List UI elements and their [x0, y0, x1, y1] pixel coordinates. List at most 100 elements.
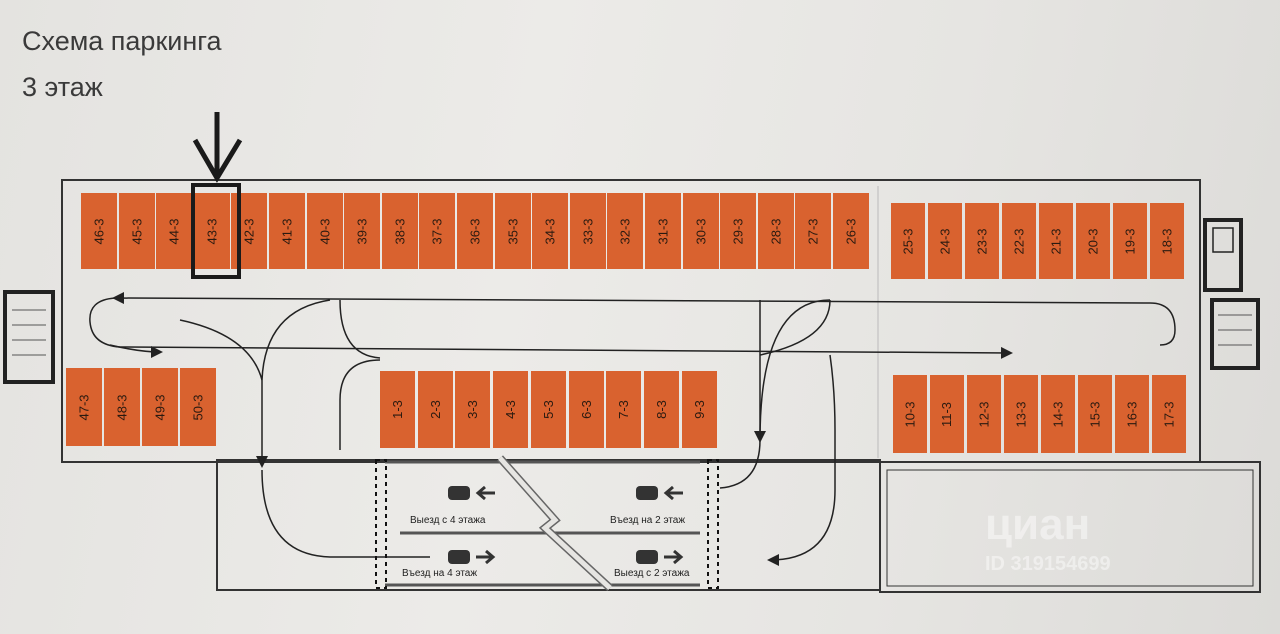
parking-spot-3-3: 3-3: [455, 371, 491, 448]
parking-spot-label: 15-3: [1087, 400, 1103, 428]
parking-spot-7-3: 7-3: [606, 371, 642, 448]
parking-spot-33-3: 33-3: [569, 193, 606, 269]
parking-spot-label: 36-3: [467, 217, 483, 245]
parking-spot-10-3: 10-3: [893, 375, 927, 453]
watermark-id: ID 319154699: [985, 553, 1111, 575]
parking-spot-2-3: 2-3: [417, 371, 453, 448]
parking-spot-25-3: 25-3: [891, 203, 925, 279]
parking-spot-label: 12-3: [976, 400, 992, 428]
parking-spot-label: 26-3: [843, 217, 859, 245]
parking-spot-49-3: 49-3: [142, 368, 178, 446]
parking-spot-13-3: 13-3: [1004, 375, 1038, 453]
parking-spot-label: 40-3: [317, 217, 333, 245]
parking-spot-label: 37-3: [429, 217, 445, 245]
parking-spot-label: 6-3: [578, 400, 594, 419]
parking-spot-label: 23-3: [974, 227, 990, 255]
parking-spot-label: 30-3: [693, 217, 709, 245]
parking-spot-label: 7-3: [616, 400, 632, 419]
stair-hatching: [12, 309, 1252, 356]
parking-spot-label: 9-3: [691, 400, 707, 419]
parking-spot-label: 44-3: [166, 217, 182, 245]
parking-spot-label: 47-3: [76, 393, 92, 421]
elevator-icon: [1212, 227, 1234, 253]
parking-spot-12-3: 12-3: [967, 375, 1001, 453]
parking-spot-30-3: 30-3: [682, 193, 719, 269]
parking-spot-label: 2-3: [427, 400, 443, 419]
parking-spot-label: 16-3: [1124, 400, 1140, 428]
parking-spot-label: 21-3: [1048, 227, 1064, 255]
direction-arrows: [475, 485, 684, 565]
ramp-label-exit-from-4: Выезд с 4 этажа: [410, 515, 486, 526]
parking-spot-41-3: 41-3: [269, 193, 305, 269]
parking-spot-label: 28-3: [768, 217, 784, 245]
parking-spot-label: 46-3: [91, 217, 107, 245]
ramp-label-entry-to-2: Въезд на 2 этаж: [610, 515, 686, 526]
parking-spot-24-3: 24-3: [928, 203, 962, 279]
parking-spot-22-3: 22-3: [1002, 203, 1036, 279]
parking-spot-label: 17-3: [1161, 400, 1177, 428]
parking-spot-label: 42-3: [241, 217, 257, 245]
selected-spot-highlight: [191, 183, 241, 279]
parking-spot-46-3: 46-3: [81, 193, 117, 269]
parking-spot-20-3: 20-3: [1076, 203, 1110, 279]
parking-spot-label: 33-3: [580, 217, 596, 245]
parking-spot-45-3: 45-3: [118, 193, 155, 269]
parking-spot-21-3: 21-3: [1039, 203, 1073, 279]
parking-spot-label: 1-3: [389, 400, 405, 419]
parking-spot-31-3: 31-3: [645, 193, 681, 269]
parking-spot-label: 45-3: [129, 217, 145, 245]
parking-spot-15-3: 15-3: [1078, 375, 1112, 453]
parking-spot-38-3: 38-3: [381, 193, 418, 269]
parking-spot-label: 34-3: [542, 217, 558, 245]
parking-spot-37-3: 37-3: [419, 193, 456, 269]
parking-spot-43-3: 43-3: [193, 193, 230, 269]
parking-spot-8-3: 8-3: [643, 371, 679, 448]
parking-spot-label: 14-3: [1050, 400, 1066, 428]
parking-spot-label: 20-3: [1085, 227, 1101, 255]
parking-spot-label: 3-3: [465, 400, 481, 419]
car-icons: [448, 486, 658, 564]
parking-spot-9-3: 9-3: [681, 371, 717, 448]
stairwells: [3, 218, 1260, 384]
parking-spot-label: 35-3: [505, 217, 521, 245]
parking-spot-label: 22-3: [1011, 227, 1027, 255]
parking-spot-29-3: 29-3: [720, 193, 757, 269]
parking-spot-1-3: 1-3: [380, 371, 415, 448]
plan-title: Схема паркинга: [22, 26, 222, 56]
parking-spot-label: 31-3: [655, 217, 671, 245]
parking-spot-label: 13-3: [1013, 400, 1029, 428]
parking-spot-4-3: 4-3: [493, 371, 529, 448]
parking-spot-39-3: 39-3: [344, 193, 381, 269]
ramp-label-exit-from-2: Выезд с 2 этажа: [614, 568, 690, 579]
parking-spot-19-3: 19-3: [1113, 203, 1147, 279]
parking-spot-40-3: 40-3: [306, 193, 343, 269]
checkered-barriers: [375, 459, 719, 589]
parking-spot-label: 5-3: [540, 400, 556, 419]
ramp-label-entry-to-4: Въезд на 4 этаж: [402, 568, 478, 579]
parking-spot-label: 50-3: [190, 393, 206, 421]
parking-spot-36-3: 36-3: [457, 193, 493, 269]
parking-spot-16-3: 16-3: [1115, 375, 1149, 453]
parking-spot-28-3: 28-3: [757, 193, 794, 269]
parking-spot-48-3: 48-3: [104, 368, 140, 446]
watermark-brand: циан: [985, 500, 1091, 549]
parking-spot-label: 4-3: [503, 400, 519, 419]
parking-spot-32-3: 32-3: [607, 193, 644, 269]
parking-spot-23-3: 23-3: [965, 203, 999, 279]
parking-spot-35-3: 35-3: [494, 193, 531, 269]
parking-spot-26-3: 26-3: [833, 193, 869, 269]
parking-spot-27-3: 27-3: [795, 193, 832, 269]
parking-spot-label: 32-3: [617, 217, 633, 245]
parking-spot-label: 29-3: [730, 217, 746, 245]
parking-spot-label: 24-3: [937, 227, 953, 255]
parking-spot-17-3: 17-3: [1152, 375, 1186, 453]
parking-spot-14-3: 14-3: [1041, 375, 1075, 453]
parking-spot-5-3: 5-3: [530, 371, 566, 448]
selected-spot-arrow-icon: [192, 112, 243, 183]
side-room-outline: [879, 461, 1261, 593]
parking-spot-label: 49-3: [152, 393, 168, 421]
parking-spot-18-3: 18-3: [1150, 203, 1184, 279]
parking-spot-47-3: 47-3: [66, 368, 102, 446]
parking-spot-label: 10-3: [902, 400, 918, 428]
